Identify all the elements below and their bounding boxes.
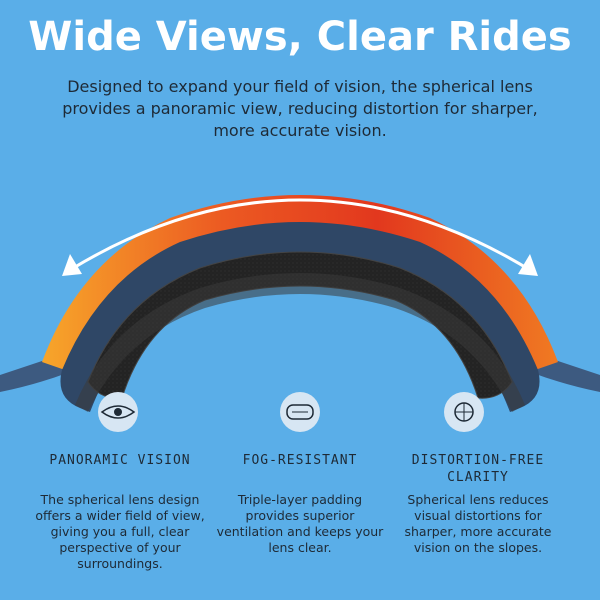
globe-lens-icon bbox=[444, 392, 484, 432]
arrow-head-left bbox=[62, 254, 82, 276]
feature-title: PANORAMIC VISION bbox=[49, 453, 191, 468]
page-subtitle: Designed to expand your field of vision,… bbox=[62, 77, 538, 140]
foam-shelf bbox=[75, 273, 525, 412]
field-of-view-arrow bbox=[69, 198, 531, 272]
lens bbox=[42, 195, 558, 370]
feature-desc: The spherical lens design offers a wider… bbox=[35, 492, 205, 571]
feature-title: FOG-RESISTANT bbox=[242, 453, 358, 468]
feature-title: DISTORTION-FREE CLARITY bbox=[411, 453, 545, 485]
feature-fog-resistant: FOG-RESISTANT Triple-layer padding provi… bbox=[212, 452, 388, 556]
features-row: PANORAMIC VISION The spherical lens desi… bbox=[0, 452, 600, 592]
feature-desc: Spherical lens reduces visual distortion… bbox=[404, 492, 552, 555]
page-title: Wide Views, Clear Rides bbox=[28, 14, 572, 60]
goggles-icon bbox=[280, 392, 320, 432]
goggles-illustration bbox=[0, 195, 600, 432]
frame bbox=[60, 222, 540, 412]
feature-panoramic: PANORAMIC VISION The spherical lens desi… bbox=[32, 452, 208, 572]
feature-desc: Triple-layer padding provides superior v… bbox=[216, 492, 384, 555]
eye-icon bbox=[98, 392, 138, 432]
arrow-head-right bbox=[518, 254, 538, 276]
feature-distortion-free: DISTORTION-FREE CLARITY Spherical lens r… bbox=[390, 452, 566, 556]
